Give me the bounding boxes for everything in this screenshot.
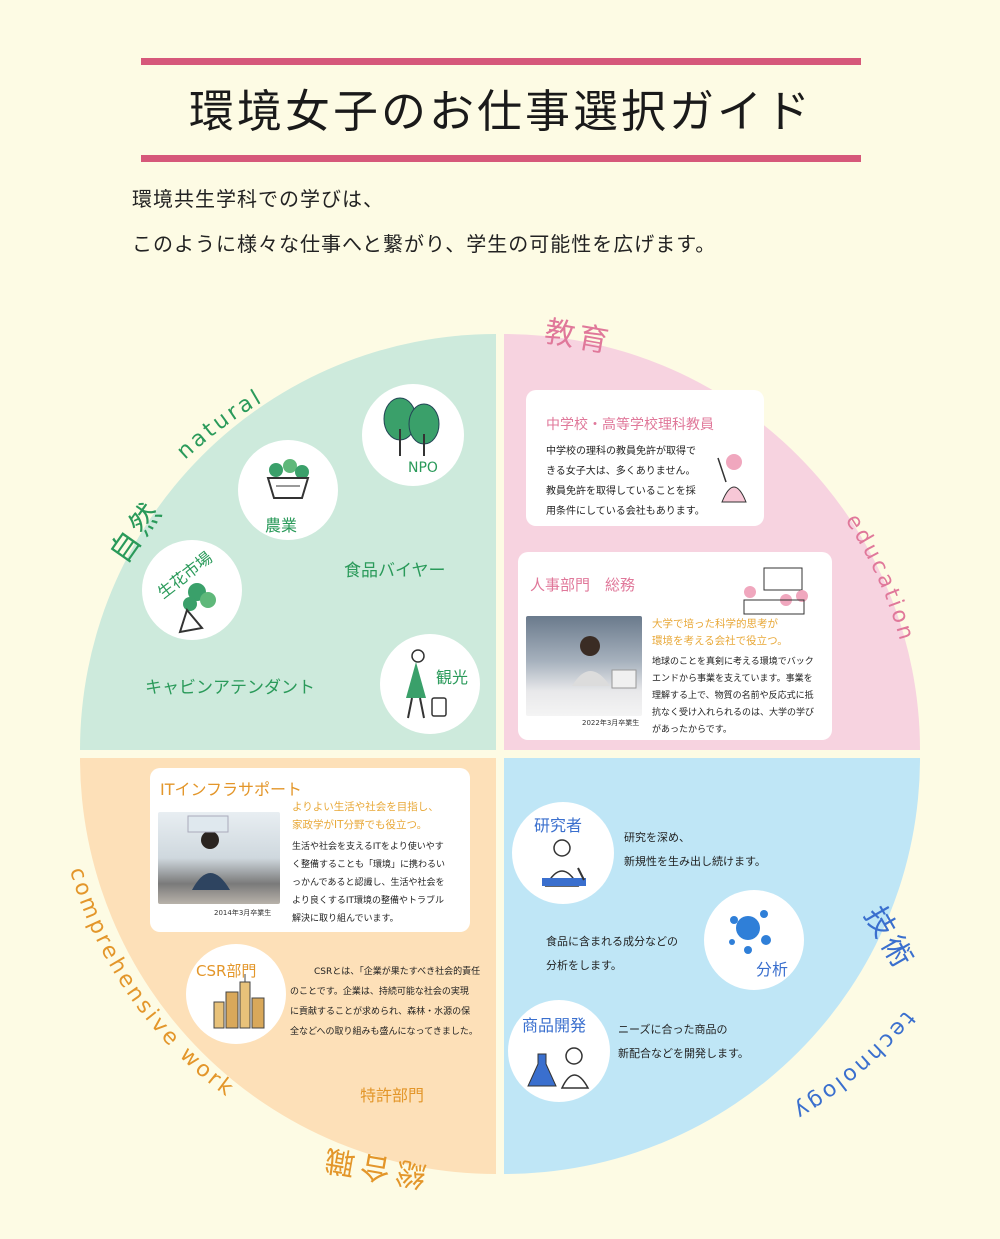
product-dev-line-1: ニーズに合った商品の xyxy=(618,1023,728,1036)
product-dev-label: 商品開発 xyxy=(522,1016,587,1035)
city-buildings-icon xyxy=(213,974,265,1029)
hr-highlight-2: 環境を考える会社で役立つ。 xyxy=(652,635,788,647)
hr-line-5: があったからです。 xyxy=(652,725,732,735)
analysis-label: 分析 xyxy=(756,960,789,979)
teacher-line-1: 中学校の理科の教員免許が取得で xyxy=(546,446,696,457)
meeting-icon xyxy=(743,567,808,615)
teacher-line-2: きる女子大は、多くありません。 xyxy=(546,466,696,477)
hr-highlight-1: 大学で培った科学的思考が xyxy=(652,618,778,630)
it-card-title: ITインフラサポート xyxy=(160,780,303,799)
teacher-card-title: 中学校・高等学校理科教員 xyxy=(546,417,714,433)
header-top-line xyxy=(141,58,861,65)
it-line-2: く整備することも「環境」に携わるい xyxy=(292,860,446,870)
csr-circle: CSR部門 xyxy=(186,944,286,1044)
teacher-icon xyxy=(717,454,747,503)
teacher-line-4: 用条件にしている会社もあります。 xyxy=(546,506,705,517)
hr-photo xyxy=(526,616,642,716)
hr-photo-caption: 2022年3月卒業生 xyxy=(582,719,640,727)
researcher-line-2: 新規性を生み出し続けます。 xyxy=(624,855,766,868)
bouquet-icon xyxy=(178,583,216,634)
it-line-5: 解決に取り組んでいます。 xyxy=(292,914,399,924)
analysis-line-1: 食品に含まれる成分などの xyxy=(546,935,678,948)
intro-line-1: 環境共生学科での学びは、 xyxy=(132,187,384,211)
csr-label: CSR部門 xyxy=(196,962,257,980)
hr-card: 人事部門 総務 2022年3月卒業生 大学で培った科学的思考が 環境を考える会社… xyxy=(518,552,832,740)
teacher-line-3: 教員免許を取得していることを採 xyxy=(546,486,696,497)
hr-body: 地球のことを真剣に考える環境でバック エンドから事業を支えています。事業を 理解… xyxy=(652,654,814,739)
csr-body: CSRとは、「企業が果たすべき社会的責任 のことです。企業は、持続可能な社会の実… xyxy=(290,962,480,1042)
it-highlight-2: 家政学がIT分野でも役立つ。 xyxy=(292,819,428,831)
cabin-attendant-label: キャビンアテンダント xyxy=(145,678,315,698)
patent-label: 特許部門 xyxy=(360,1086,425,1105)
header-bottom-line xyxy=(141,155,861,162)
splash-icon xyxy=(729,910,771,954)
it-photo xyxy=(158,812,280,904)
product-dev-body: ニーズに合った商品の 新配合などを開発します。 xyxy=(618,1018,749,1066)
person-photo-icon xyxy=(187,815,230,890)
hr-line-1: 地球のことを真剣に考える環境でバック xyxy=(652,657,814,667)
it-card: ITインフラサポート 2014年3月卒業生 よりよい生活や社会を目指し、 家政学… xyxy=(150,768,470,932)
hr-line-4: 抗なく受け入れられるのは、大学の学び xyxy=(652,708,815,718)
analysis-circle: 分析 xyxy=(704,890,804,990)
product-dev-line-2: 新配合などを開発します。 xyxy=(618,1047,749,1060)
agriculture-circle: 農業 xyxy=(238,440,338,540)
it-highlight: よりよい生活や社会を目指し、 家政学がIT分野でも役立つ。 xyxy=(292,798,439,834)
teacher-card: 中学校・高等学校理科教員 中学校の理科の教員免許が取得で きる女子大は、多くあり… xyxy=(526,390,764,526)
hr-card-title: 人事部門 総務 xyxy=(530,576,636,594)
scientist-icon xyxy=(542,839,586,887)
researcher-line-1: 研究を深め、 xyxy=(624,831,690,844)
researcher-body: 研究を深め、 新規性を生み出し続けます。 xyxy=(624,826,766,874)
csr-line-1: CSRとは、「企業が果たすべき社会的責任 xyxy=(314,967,481,977)
it-body: 生活や社会を支えるITをより使いやす く整備することも「環境」に携わるい っかん… xyxy=(292,838,445,928)
csr-line-3: に貢献することが求められ、森林・水源の保 xyxy=(290,1007,471,1017)
it-line-3: っかんであると認識し、生活や社会を xyxy=(292,878,445,888)
intro-line-2: このように様々な仕事へと繋がり、学生の可能性を広げます。 xyxy=(132,232,717,256)
tourism-label: 観光 xyxy=(436,668,469,687)
hr-line-2: エンドから事業を支えています。事業を xyxy=(652,674,813,684)
vegetable-basket-icon xyxy=(266,459,310,499)
agriculture-label: 農業 xyxy=(265,516,298,535)
npo-circle: NPO xyxy=(362,384,464,486)
person-photo-icon xyxy=(572,636,637,689)
it-line-1: 生活や社会を支えるITをより使いやす xyxy=(292,842,444,852)
flask-icon xyxy=(527,1047,590,1089)
flower-market-circle: 生花市場 xyxy=(142,540,242,640)
npo-label: NPO xyxy=(408,460,438,476)
it-highlight-1: よりよい生活や社会を目指し、 xyxy=(292,801,439,813)
analysis-body: 食品に含まれる成分などの 分析をします。 xyxy=(546,930,678,978)
analysis-line-2: 分析をします。 xyxy=(546,959,622,972)
hr-highlight: 大学で培った科学的思考が 環境を考える会社で役立つ。 xyxy=(652,616,788,650)
food-buyer-label: 食品バイヤー xyxy=(344,561,446,581)
tree-icon xyxy=(383,397,440,456)
researcher-circle: 研究者 xyxy=(512,802,614,904)
it-line-4: より良くするIT環境の整備やトラブル xyxy=(292,896,444,906)
page-title: 環境女子のお仕事選択ガイド xyxy=(188,85,813,138)
researcher-label: 研究者 xyxy=(534,816,583,835)
tourism-circle: 観光 xyxy=(380,634,480,734)
teacher-card-text: 中学校の理科の教員免許が取得で きる女子大は、多くありません。 教員免許を取得し… xyxy=(546,442,705,522)
csr-line-4: 全などへの取り組みも盛んになってきました。 xyxy=(290,1027,478,1037)
traveler-icon xyxy=(406,649,447,719)
csr-line-2: のことです。企業は、持続可能な社会の実現 xyxy=(290,987,469,997)
it-photo-caption: 2014年3月卒業生 xyxy=(214,909,272,917)
hr-line-3: 理解する上で、物質の名前や反応式に抵 xyxy=(652,691,814,701)
product-dev-circle: 商品開発 xyxy=(508,1000,610,1102)
